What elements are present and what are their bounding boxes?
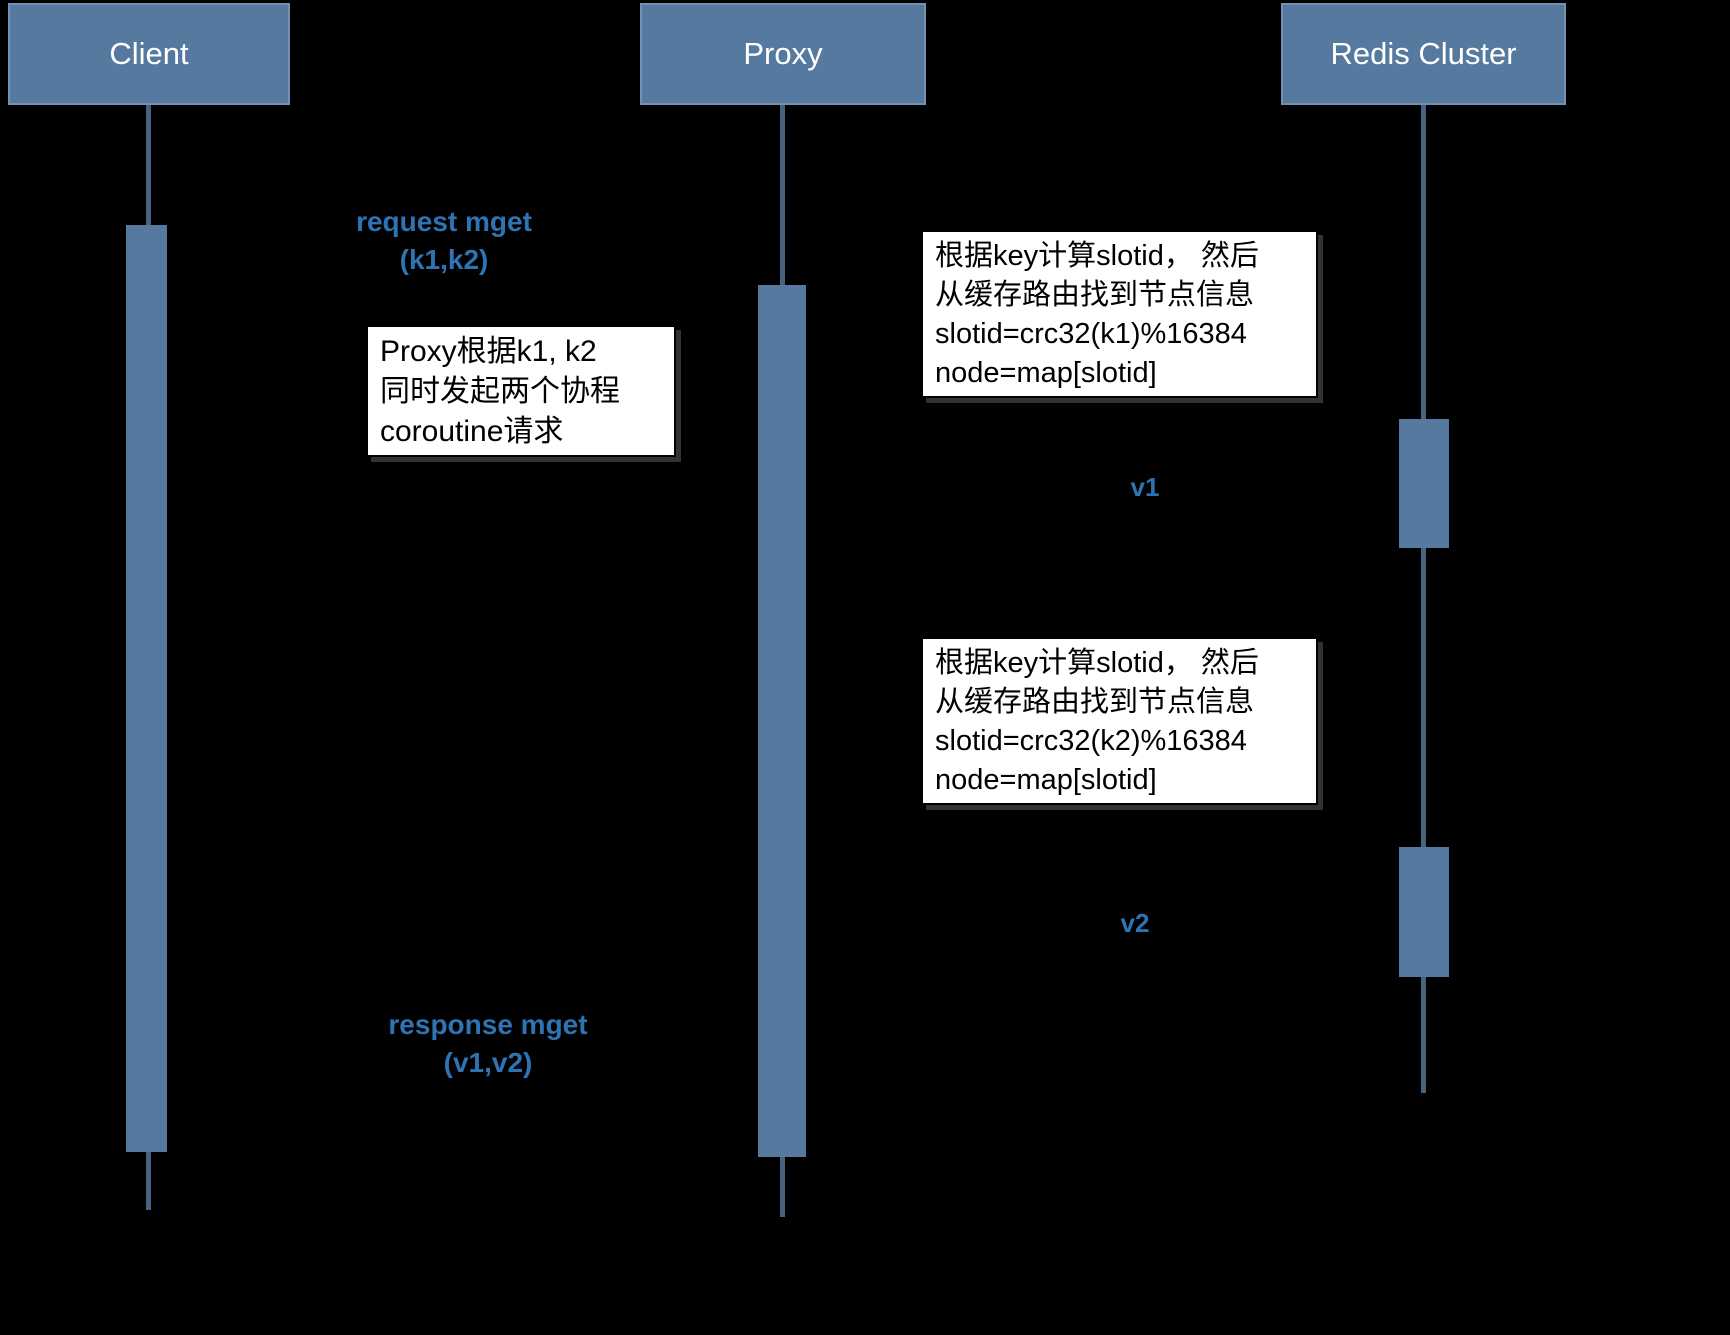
actor-redis-cluster: Redis Cluster [1281, 3, 1566, 105]
note-line: 从缓存路由找到节点信息 [935, 686, 1255, 718]
response-mget-label: response mget (v1,v2) [373, 1006, 603, 1082]
redis-lifeline [1421, 105, 1426, 1093]
actor-client-label: Client [109, 36, 189, 71]
client-activation-bar [126, 225, 167, 1152]
note-line: slotid=crc32(k1)%16384 [935, 318, 1247, 350]
actor-redis-cluster-label: Redis Cluster [1330, 36, 1517, 71]
proxy-activation-bar [758, 285, 806, 1157]
redis-activation-bar-k1 [1399, 419, 1449, 548]
note-line: 根据key计算slotid， 然后 [935, 647, 1259, 679]
v1-return-label: v1 [1130, 472, 1160, 502]
note-line: node=map[slotid] [935, 764, 1157, 796]
note-line: 同时发起两个协程 [380, 375, 620, 408]
note-line: Proxy根据k1, k2 [380, 335, 597, 368]
actor-proxy-label: Proxy [743, 36, 823, 71]
actor-proxy: Proxy [640, 3, 926, 105]
request-mget-label: request mget (k1,k2) [339, 203, 549, 279]
note-line: coroutine请求 [380, 415, 564, 448]
v2-return-label: v2 [1120, 908, 1150, 938]
request-mget-label-line1: request mget [356, 206, 532, 237]
response-mget-label-line2: (v1,v2) [443, 1047, 533, 1078]
note-line: node=map[slotid] [935, 357, 1157, 389]
redis-activation-bar-k2 [1399, 847, 1449, 977]
note-line: slotid=crc32(k2)%16384 [935, 725, 1247, 757]
request-mget-label-line2: (k1,k2) [399, 244, 489, 275]
slotid-k1-note: 根据key计算slotid， 然后 从缓存路由找到节点信息 slotid=crc… [921, 230, 1318, 398]
response-mget-label-line1: response mget [388, 1009, 588, 1040]
proxy-coroutine-note: Proxy根据k1, k2 同时发起两个协程 coroutine请求 [366, 325, 676, 457]
note-line: 根据key计算slotid， 然后 [935, 240, 1259, 272]
note-line: 从缓存路由找到节点信息 [935, 279, 1255, 311]
actor-client: Client [8, 3, 290, 105]
slotid-k2-note: 根据key计算slotid， 然后 从缓存路由找到节点信息 slotid=crc… [921, 637, 1318, 805]
